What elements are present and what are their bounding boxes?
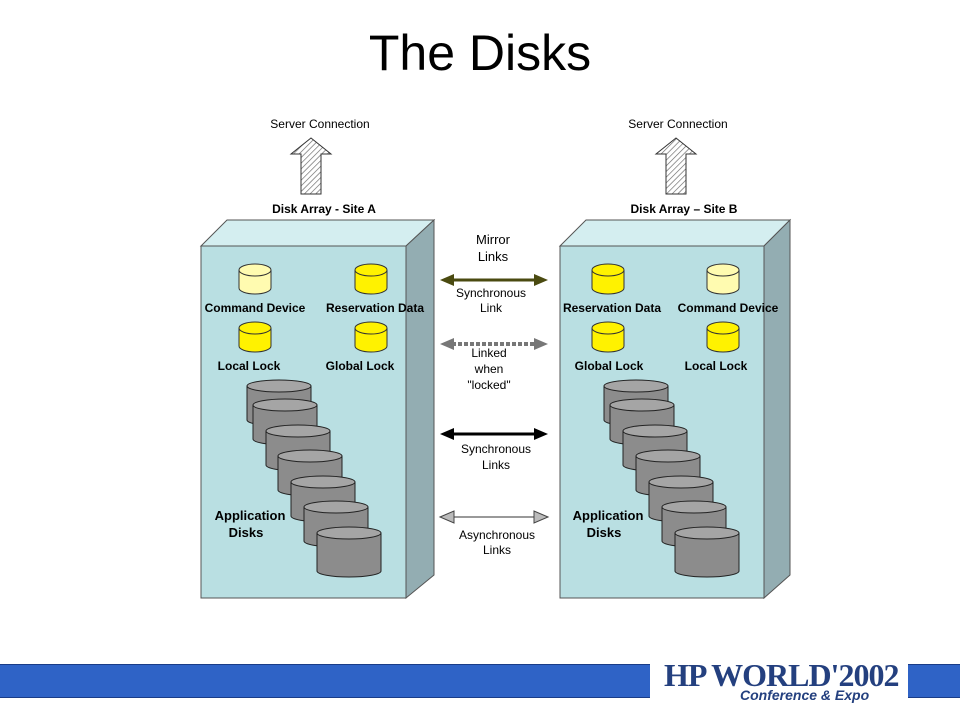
site-a-reservation-data-icon bbox=[354, 263, 388, 295]
site-a-reservation-data-label: Reservation Data bbox=[326, 301, 424, 315]
site-b-local-lock-label: Local Lock bbox=[685, 359, 748, 373]
slide-title: The Disks bbox=[368, 25, 592, 81]
site-a-local-lock-icon bbox=[238, 321, 272, 353]
site-a-command-device-label: Command Device bbox=[205, 301, 306, 315]
hp-world-logo-subtitle: Conference & Expo bbox=[740, 687, 870, 703]
site-a-local-lock-label: Local Lock bbox=[218, 359, 281, 373]
synchronous-links-arrow bbox=[440, 428, 548, 440]
hp-world-logo-text: HP WORLD'2002 bbox=[664, 657, 899, 693]
site-b-local-lock-icon bbox=[706, 321, 740, 353]
site-b-array-title: Disk Array – Site B bbox=[631, 202, 738, 216]
site-a-application-disk-stack bbox=[246, 379, 382, 578]
site-a-app-disk-7 bbox=[316, 526, 382, 578]
synchronous-link-label-line2: Link bbox=[480, 301, 503, 315]
asynchronous-links-label-line1: Asynchronous bbox=[459, 528, 535, 542]
site-b-server-connection-label: Server Connection bbox=[628, 117, 727, 131]
mirror-links-label-line2: Links bbox=[478, 249, 509, 264]
disk-array-diagram: Server Connection Disk Array - Site A Co… bbox=[199, 117, 792, 600]
synchronous-link-label-line1: Synchronous bbox=[456, 286, 526, 300]
site-a-global-lock-label: Global Lock bbox=[326, 359, 395, 373]
site-a-array-title: Disk Array - Site A bbox=[272, 202, 376, 216]
synchronous-links-label-line2: Links bbox=[482, 458, 510, 472]
asynchronous-links-arrow bbox=[438, 510, 550, 524]
linked-when-locked-label-line2: when bbox=[474, 362, 504, 376]
site-b-reservation-data-icon bbox=[591, 263, 625, 295]
site-b-application-disks-label-line2: Disks bbox=[587, 525, 622, 540]
site-b-reservation-data-label: Reservation Data bbox=[563, 301, 661, 315]
site-b-command-device-label: Command Device bbox=[678, 301, 779, 315]
site-a-application-disks-label-line2: Disks bbox=[229, 525, 264, 540]
site-a-server-arrow bbox=[289, 137, 333, 195]
mirror-links-label-line1: Mirror bbox=[476, 232, 511, 247]
site-a-application-disks-label-line1: Application bbox=[215, 508, 286, 523]
site-b-server-arrow bbox=[654, 137, 698, 195]
synchronous-links-label-line1: Synchronous bbox=[461, 442, 531, 456]
site-a-command-device-icon bbox=[238, 263, 272, 295]
linked-when-locked-label-line3: "locked" bbox=[467, 378, 510, 392]
hp-world-logo bbox=[650, 654, 908, 720]
synchronous-link-arrow bbox=[440, 274, 548, 286]
linked-when-locked-label-line1: Linked bbox=[471, 346, 506, 360]
site-b-command-device-icon bbox=[706, 263, 740, 295]
site-b-app-disk-7 bbox=[674, 526, 740, 578]
site-b-global-lock-icon bbox=[591, 321, 625, 353]
site-b-application-disk-stack bbox=[603, 379, 740, 578]
site-b-global-lock-label: Global Lock bbox=[575, 359, 644, 373]
asynchronous-links-label-line2: Links bbox=[483, 543, 511, 557]
site-a-global-lock-icon bbox=[354, 321, 388, 353]
site-b-application-disks-label-line1: Application bbox=[573, 508, 644, 523]
site-a-server-connection-label: Server Connection bbox=[270, 117, 369, 131]
linked-when-locked-arrow bbox=[440, 338, 548, 350]
